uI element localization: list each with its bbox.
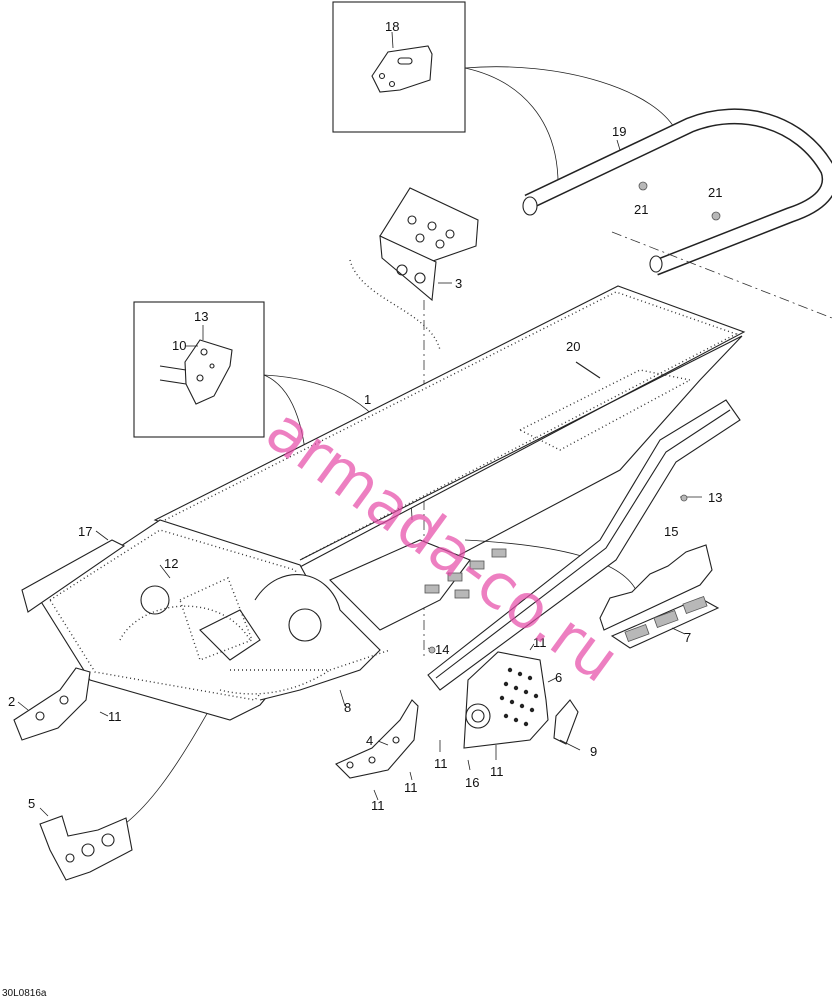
footrest-7 — [599, 544, 720, 649]
callout-2: 2 — [8, 694, 15, 709]
callout-13-a: 13 — [194, 309, 208, 324]
callout-5: 5 — [28, 796, 35, 811]
bracket-4 — [335, 699, 419, 779]
callout-11-c: 11 — [434, 756, 448, 771]
running-board-rail-15 — [427, 399, 741, 691]
detail-box-10-13 — [133, 301, 265, 438]
callout-18: 18 — [385, 19, 399, 34]
callout-19: 19 — [612, 124, 626, 139]
callout-8: 8 — [344, 700, 351, 715]
callout-17: 17 — [78, 524, 92, 539]
side-plate-6 — [463, 651, 581, 751]
bracket-17 — [21, 530, 126, 613]
callout-1: 1 — [364, 392, 371, 407]
bracket-3 — [349, 187, 479, 351]
hardware-leaders — [99, 361, 702, 801]
callout-11-d: 11 — [490, 764, 504, 779]
callout-11-a: 11 — [533, 635, 547, 650]
arc-18-right — [464, 66, 679, 136]
callout-16: 16 — [465, 775, 479, 790]
callout-15: 15 — [664, 524, 678, 539]
callout-10: 10 — [172, 338, 186, 353]
bracket-5 — [39, 807, 133, 881]
foot-pads — [424, 548, 507, 599]
detail-box-18 — [332, 1, 466, 133]
callout-11-b: 11 — [108, 709, 122, 724]
callout-21-a: 21 — [634, 202, 648, 217]
callout-11-f: 11 — [371, 798, 385, 813]
callout-12: 12 — [164, 556, 178, 571]
bracket-2 — [13, 667, 91, 741]
callout-20: 20 — [566, 339, 580, 354]
callout-6: 6 — [555, 670, 562, 685]
reference-code: 30L0816a — [2, 988, 47, 999]
tunnel-frame-1 — [39, 285, 746, 721]
callout-4: 4 — [366, 733, 373, 748]
callout-13-b: 13 — [708, 490, 722, 505]
callout-11-e: 11 — [404, 780, 418, 795]
callout-21-b: 21 — [708, 185, 722, 200]
arc-18-left — [464, 67, 559, 191]
rear-bumper-19 — [522, 108, 832, 276]
callout-7: 7 — [684, 630, 691, 645]
callout-3: 3 — [455, 276, 462, 291]
callout-9: 9 — [590, 744, 597, 759]
callout-14: 14 — [435, 642, 449, 657]
